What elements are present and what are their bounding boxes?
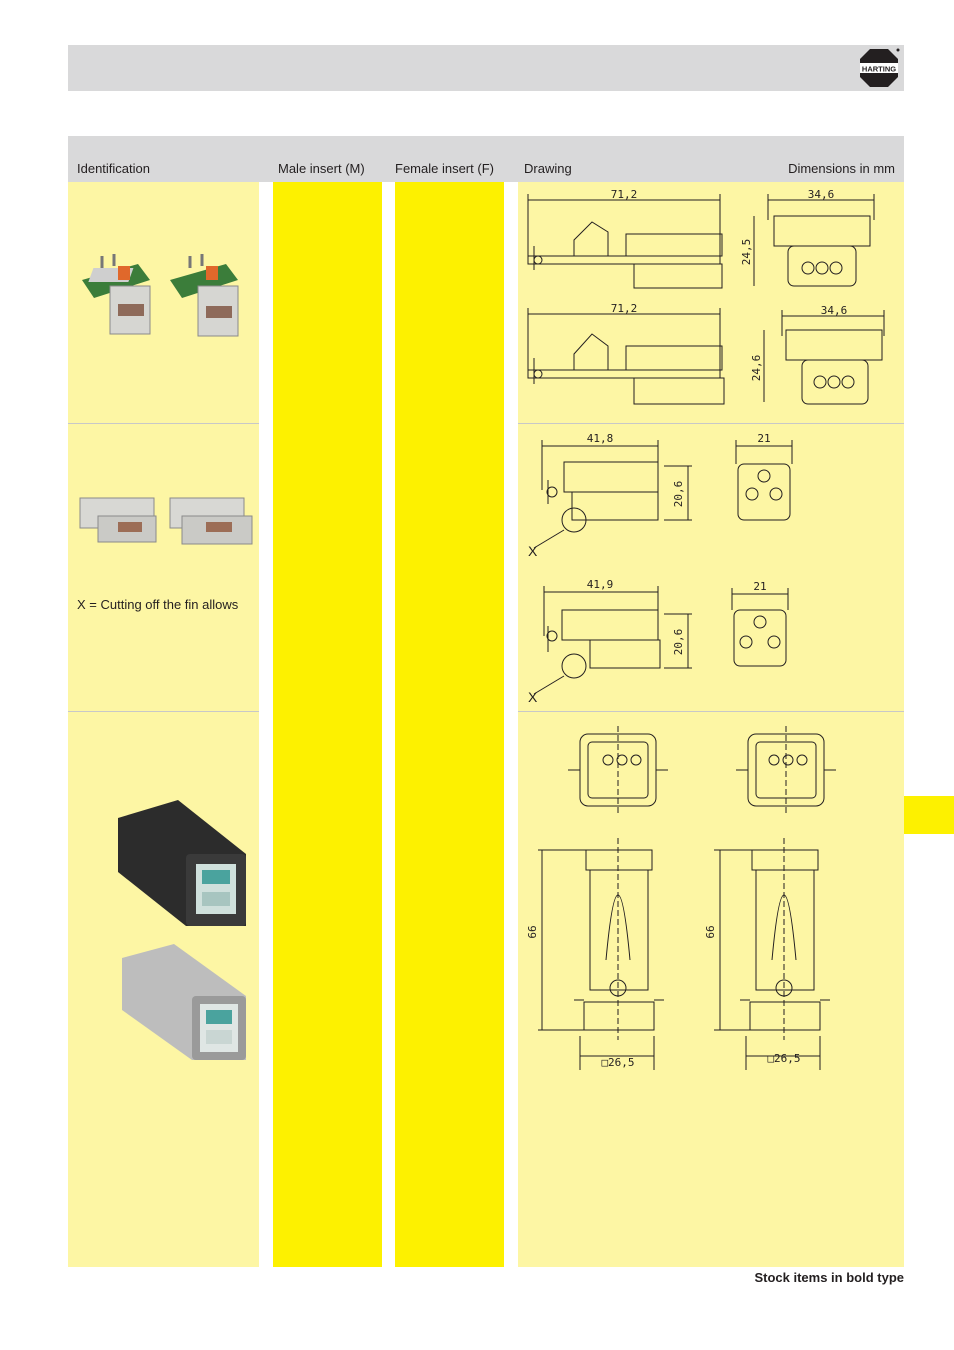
pcb-adapter-photo (82, 254, 239, 337)
dim-width-1: 34,6 (808, 188, 835, 201)
dim-base-2: □26,5 (767, 1052, 800, 1065)
table-header-row: Identification Male insert (M) Female in… (68, 136, 904, 182)
dim-width-2: 34,6 (821, 304, 848, 317)
inserts-drawing: 41,8 20,6 21 X 41,9 20,6 21 X (528, 432, 793, 705)
header-dimensions: Dimensions in mm (788, 161, 895, 176)
cutting-fin-note: X = Cutting off the fin allows (77, 597, 239, 612)
row-separator (68, 423, 259, 424)
row-separator (518, 423, 904, 424)
dim-height-2: 20,6 (672, 629, 685, 656)
dim-height-2: 24,6 (750, 355, 763, 382)
dim-height-2: 66 (704, 925, 717, 938)
header-female-insert: Female insert (F) (395, 161, 494, 176)
identification-column (68, 182, 259, 1267)
dim-length-1: 41,8 (587, 432, 614, 445)
header-drawing: Drawing (524, 161, 572, 176)
row-separator (518, 711, 904, 712)
dim-height-1: 20,6 (672, 481, 685, 508)
top-header-bar (68, 45, 904, 91)
section-tab-marker (904, 796, 954, 834)
footer-stock-note: Stock items in bold type (754, 1270, 904, 1285)
header-male-insert: Male insert (M) (278, 161, 365, 176)
svg-text:HARTING: HARTING (862, 65, 896, 74)
dim-length-2: 71,2 (611, 302, 638, 315)
dim-height-1: 24,5 (740, 239, 753, 266)
female-insert-column (395, 182, 504, 1267)
inserts-photo (79, 497, 253, 545)
drawing-column (518, 182, 904, 1267)
hood-drawing: 66 □26,5 66 □26,5 (526, 726, 836, 1070)
dim-width-2: 21 (753, 580, 766, 593)
hood-photos (118, 800, 246, 1060)
header-identification: Identification (77, 161, 150, 176)
cut-marker-label-2: X (528, 689, 538, 705)
dim-width-1: 21 (757, 432, 770, 445)
harting-logo: HARTING (860, 48, 900, 87)
row-separator (68, 711, 259, 712)
dim-length-1: 71,2 (611, 188, 638, 201)
male-insert-column (273, 182, 382, 1267)
dim-base-1: □26,5 (601, 1056, 634, 1069)
dim-height-1: 66 (526, 925, 539, 938)
dim-length-2: 41,9 (587, 578, 614, 591)
pcb-adapter-drawing: 71,2 34,6 24,5 71,2 34,6 24,6 (527, 188, 885, 405)
cut-marker-label-1: X (528, 543, 538, 559)
